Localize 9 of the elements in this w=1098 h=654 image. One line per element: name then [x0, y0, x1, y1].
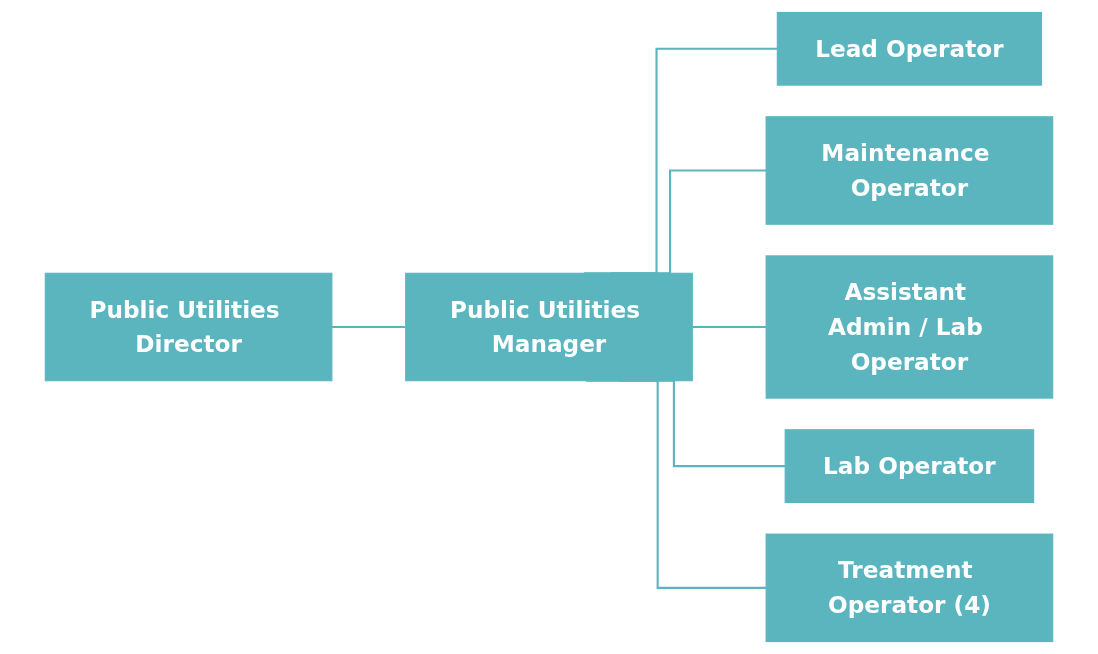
connector	[692, 325, 767, 329]
node-box: Treatment Operator (4)	[765, 533, 1054, 643]
node-box: Lead Operator	[776, 11, 1043, 86]
node-box: Public Utilities Manager	[405, 272, 693, 382]
node-box: Assistant Admin / Lab Operator	[765, 255, 1054, 399]
connector	[331, 325, 406, 329]
node-box: Lab Operator	[784, 429, 1035, 503]
node-box: Public Utilities Director	[44, 272, 333, 382]
node-box: Maintenance Operator	[765, 116, 1054, 225]
